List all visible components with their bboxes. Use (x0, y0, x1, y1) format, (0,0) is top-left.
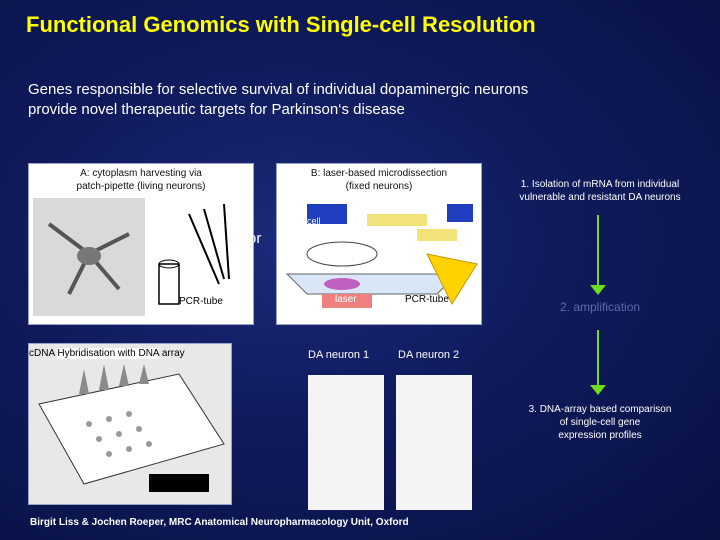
stage-plate (287, 274, 457, 294)
slide-strip (417, 229, 457, 241)
hybridisation-label: Hybridisation with DNA (57, 348, 159, 359)
panel-b: B: laser-based microdissection (fixed ne… (276, 163, 482, 325)
panel-b-caption-line-1: B: laser-based microdissection (277, 167, 481, 180)
step-3-line-3: expression profiles (500, 429, 700, 442)
hybridisation-prefix: cDNA (29, 348, 55, 359)
da-neuron-2-label: DA neuron 2 (398, 349, 459, 361)
step-1-text: 1. Isolation of mRNA from individual vul… (490, 178, 710, 204)
hybridisation-suffix: array (162, 348, 185, 359)
laser-label: laser (335, 294, 357, 305)
neuron-soma (77, 247, 101, 265)
panel-a-caption-line-2: patch-pipette (living neurons) (29, 180, 253, 193)
pcr-tube-shape (159, 264, 179, 304)
panel-a-caption-line-1: A: cytoplasm harvesting via (29, 167, 253, 180)
or-label: or (248, 230, 261, 247)
page-subtitle: Genes responsible for selective survival… (28, 80, 708, 120)
step-2-text: 2. amplification (560, 300, 640, 314)
step-1-line-1: 1. Isolation of mRNA from individual (490, 178, 710, 191)
hybridisation-caption: cDNA Hybridisation with DNA array (29, 348, 231, 359)
panel-b-tube-label: PCR-tube (405, 294, 449, 305)
subtitle-line-2: provide novel therapeutic targets for Pa… (28, 100, 708, 120)
arrow-1-head (590, 285, 606, 295)
step-1-line-2: vulnerable and resistant DA neurons (490, 191, 710, 204)
panel-a-caption: A: cytoplasm harvesting via patch-pipett… (29, 167, 253, 193)
tissue-spot (324, 278, 360, 290)
hybridisation-panel: cDNA Hybridisation with DNA array (28, 343, 232, 505)
pipette-line (204, 209, 224, 279)
cell-label: cell (307, 216, 321, 226)
da-neuron-1-label: DA neuron 1 (308, 349, 369, 361)
array-base (149, 474, 209, 492)
arrow-2-shaft (597, 330, 599, 390)
array-plate (39, 374, 224, 484)
objective-lens (307, 242, 377, 266)
panel-a: A: cytoplasm harvesting via patch-pipett… (28, 163, 254, 325)
microdissection-illustration (277, 194, 481, 324)
credit-line: Birgit Liss & Jochen Roeper, MRC Anatomi… (30, 517, 409, 528)
dna-array-illustration (29, 364, 231, 504)
slide-strip (367, 214, 427, 226)
pipette-line (224, 204, 229, 279)
subtitle-line-1: Genes responsible for selective survival… (28, 80, 708, 100)
da-neuron-1-array (308, 375, 384, 510)
arrow-2-head (590, 385, 606, 395)
panel-b-caption: B: laser-based microdissection (fixed ne… (277, 167, 481, 193)
page-title: Functional Genomics with Single-cell Res… (26, 12, 536, 38)
panel-b-caption-line-2: (fixed neurons) (277, 180, 481, 193)
da-neuron-2-array (396, 375, 472, 510)
step-3-text: 3. DNA-array based comparison of single-… (500, 403, 700, 442)
step-3-line-2: of single-cell gene (500, 416, 700, 429)
arrow-1-shaft (597, 215, 599, 290)
cap-box (447, 204, 473, 222)
panel-a-tube-label: PCR-tube (179, 296, 223, 307)
step-3-line-1: 3. DNA-array based comparison (500, 403, 700, 416)
